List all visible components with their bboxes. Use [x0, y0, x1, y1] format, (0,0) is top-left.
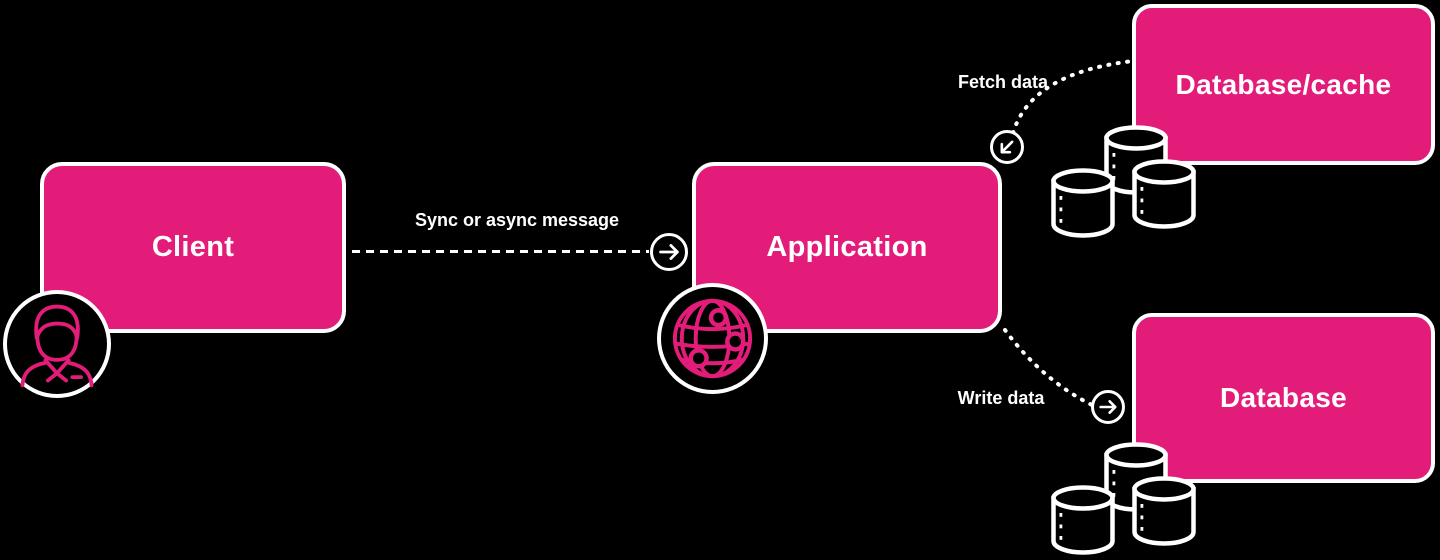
- database-cache-node: Database/cache: [1132, 4, 1435, 165]
- database-node: Database: [1132, 313, 1435, 483]
- arrow-right-icon: [1099, 400, 1117, 414]
- arrow-down-left-icon: [1000, 140, 1014, 154]
- write-data-label: Write data: [957, 388, 1045, 408]
- arrow-right-icon: [659, 244, 679, 260]
- sync-arrow-badge: [650, 233, 688, 271]
- application-globe-badge: [657, 283, 768, 394]
- client-user-badge: [3, 290, 111, 398]
- user-icon: [20, 304, 94, 388]
- sync-message-line: [352, 250, 649, 253]
- globe-network-icon: [672, 298, 753, 379]
- fetch-arrow-badge: [990, 130, 1024, 164]
- application-node-label: Application: [766, 231, 928, 263]
- sync-message-label: Sync or async message: [414, 210, 620, 230]
- database-node-label: Database: [1220, 382, 1347, 413]
- fetch-data-label: Fetch data: [957, 72, 1049, 92]
- database-cache-node-label: Database/cache: [1175, 68, 1392, 100]
- write-arrow-badge: [1091, 390, 1125, 424]
- client-node-label: Client: [151, 231, 235, 263]
